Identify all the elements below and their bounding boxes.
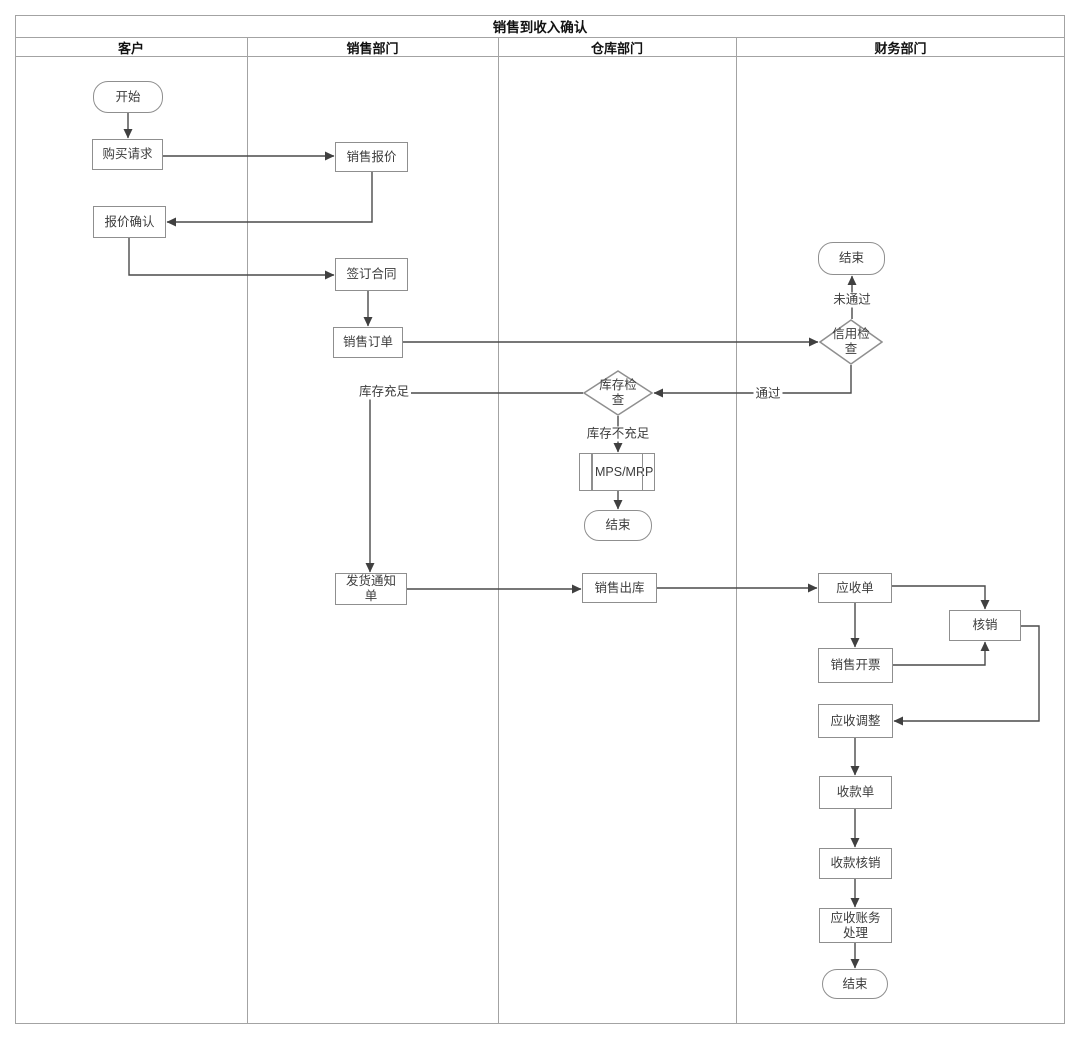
node-purchase-request[interactable]: 购买请求	[92, 139, 163, 170]
lane-header-sales: 销售部门	[346, 40, 399, 56]
node-label: 销售订单	[342, 335, 393, 349]
node-receivable-adjust[interactable]: 应收调整	[818, 704, 893, 738]
edge-write-off-to-receivable-adjust	[893, 625, 1040, 726]
node-label: 应收单	[836, 580, 874, 595]
lane-divider-2	[498, 38, 499, 1024]
node-label: 销售开票	[830, 658, 881, 672]
node-quote-confirm[interactable]: 报价确认	[93, 206, 166, 238]
lane-divider-1	[247, 38, 248, 1024]
edge-label-stock-insufficient: 库存不充足	[584, 426, 652, 442]
edge-sales-invoice-to-write-off	[893, 641, 990, 666]
node-sales-quote[interactable]: 销售报价	[335, 142, 408, 172]
edge-label-stock-sufficient: 库存充足	[356, 384, 412, 400]
lane-header-warehouse: 仓库部门	[590, 40, 643, 56]
node-label: 结束	[842, 976, 868, 991]
node-label: 应收调整	[830, 713, 881, 728]
node-end-finance[interactable]: 结束	[822, 969, 888, 999]
node-label: 结束	[838, 251, 864, 265]
edge-sales-quote-to-quote-confirm	[166, 172, 373, 227]
node-label: 核销	[972, 618, 998, 632]
node-label: 销售出库	[594, 580, 645, 595]
diamond-shape	[583, 370, 653, 416]
node-mps-mrp[interactable]: MPS/MRP	[579, 453, 655, 491]
node-label: 库存检查	[599, 378, 637, 407]
lane-header-row: 客户 销售部门 仓库部门 财务部门	[15, 38, 1065, 57]
predefined-bar-right	[641, 454, 643, 490]
node-sales-outbound[interactable]: 销售出库	[582, 573, 657, 603]
node-end-credit[interactable]: 结束	[818, 242, 885, 275]
node-receivable-accounting[interactable]: 应收账务处理	[819, 908, 892, 943]
node-label: 应收账务处理	[830, 910, 881, 940]
node-label: MPS/MRP	[595, 464, 654, 479]
node-sales-order[interactable]: 销售订单	[333, 327, 403, 358]
node-sign-contract[interactable]: 签订合同	[335, 258, 408, 291]
node-label: 信用检查	[832, 327, 870, 356]
predefined-bar-left	[591, 454, 593, 490]
edge-credit-check-to-inventory-check	[653, 365, 852, 398]
node-label: 收款核销	[830, 856, 881, 870]
node-receipt-writeoff[interactable]: 收款核销	[819, 848, 892, 879]
edge-label-not-passed: 未通过	[831, 292, 873, 308]
node-sales-invoice[interactable]: 销售开票	[818, 648, 893, 683]
node-credit-check[interactable]: 信用检查	[819, 319, 883, 365]
lane-divider-3	[736, 38, 737, 1024]
node-label: 购买请求	[102, 147, 153, 161]
node-start-customer[interactable]: 开始	[93, 81, 163, 113]
node-delivery-notice[interactable]: 发货通知单	[335, 573, 407, 605]
edge-quote-confirm-to-sign-contract	[128, 238, 335, 280]
node-label: 报价确认	[104, 214, 155, 229]
node-label: 发货通知单	[345, 574, 396, 603]
edge-inventory-check-to-delivery-notice	[365, 392, 583, 573]
pool-title-bar: 销售到收入确认	[15, 15, 1065, 38]
diamond-shape	[819, 319, 883, 365]
node-receipt[interactable]: 收款单	[819, 776, 892, 809]
node-receivable[interactable]: 应收单	[818, 573, 892, 603]
node-inventory-check[interactable]: 库存检查	[583, 370, 653, 416]
node-label: 销售报价	[346, 149, 397, 164]
page-title: 销售到收入确认	[492, 20, 588, 35]
node-end-warehouse[interactable]: 结束	[584, 510, 652, 541]
node-label: 收款单	[836, 785, 875, 799]
node-label: 开始	[115, 89, 141, 104]
lane-header-finance: 财务部门	[874, 40, 927, 56]
node-label: 结束	[605, 518, 631, 532]
lane-header-customer: 客户	[117, 40, 144, 56]
edge-label-passed: 通过	[753, 386, 783, 402]
node-label: 签订合同	[346, 267, 397, 281]
edge-receivable-to-write-off	[892, 585, 990, 610]
node-write-off[interactable]: 核销	[949, 610, 1021, 641]
